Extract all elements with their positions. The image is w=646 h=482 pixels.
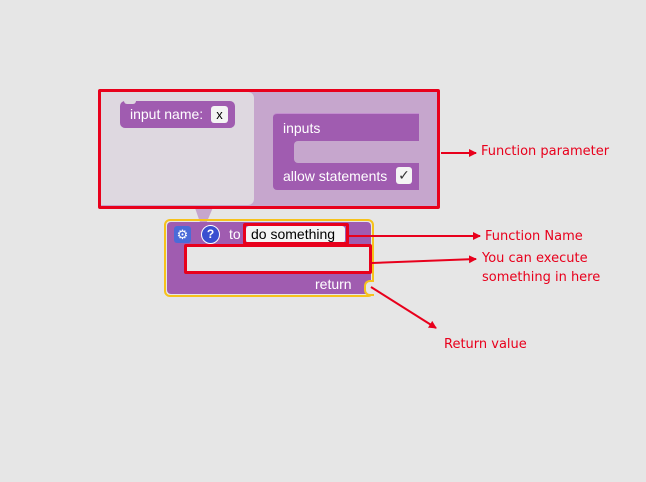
function-parameter-annotation: Function parameter (481, 144, 610, 159)
param-name-field[interactable]: x (211, 106, 228, 123)
statements-annotation-line2: something in here (482, 270, 601, 285)
return-value-socket[interactable] (364, 280, 374, 296)
return-label: return (315, 276, 352, 292)
inputs-container-block[interactable]: inputs allow statements ✓ (273, 113, 419, 190)
function-name-annotation: Function Name (485, 229, 583, 244)
return-arrow (370, 286, 437, 329)
function-name-field[interactable]: do something (246, 226, 345, 243)
block-notch (124, 100, 136, 104)
allow-statements-label: allow statements (283, 168, 388, 184)
help-icon[interactable]: ? (201, 225, 220, 244)
input-name-label: input name: (130, 106, 204, 122)
parameter-highlight-box (98, 89, 440, 209)
input-name-block[interactable]: input name: x (120, 100, 235, 128)
statements-annotation-line1: You can execute (482, 251, 588, 266)
statement-input-slot[interactable] (187, 245, 371, 272)
procedure-selection-outline (164, 219, 374, 297)
inputs-label: inputs (283, 120, 321, 136)
to-keyword: to (229, 226, 241, 242)
allow-statements-checkbox[interactable]: ✓ (396, 167, 412, 184)
statements-highlight-box (184, 244, 372, 274)
return-value-annotation: Return value (444, 337, 527, 352)
name-highlight-box (243, 223, 349, 245)
inputs-statement-slot (294, 141, 419, 163)
statements-arrow (371, 255, 477, 264)
gear-icon[interactable]: ⚙ (174, 226, 191, 243)
bubble-tail (194, 205, 214, 231)
